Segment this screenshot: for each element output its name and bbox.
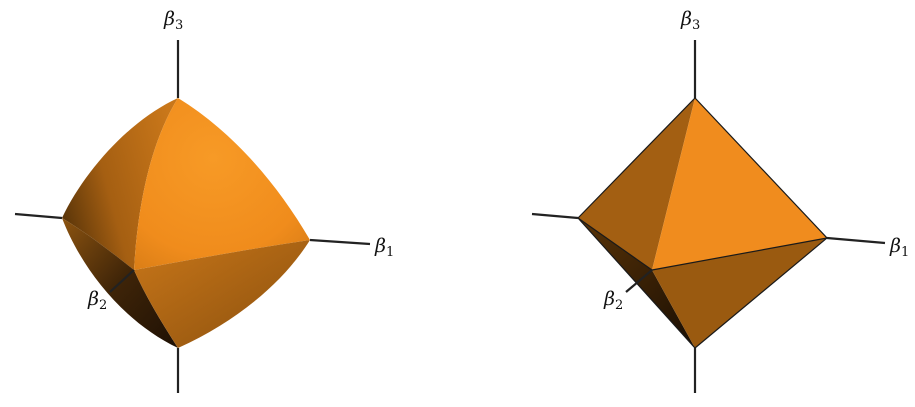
axis-beta2 [109, 269, 135, 293]
face-upper-left [62, 98, 178, 270]
face-upper-front [134, 98, 310, 270]
axis-beta1-right-r [826, 236, 886, 245]
axis-beta1-left [14, 212, 63, 220]
face-upper-left-r [578, 98, 695, 270]
face-upper-front-r [652, 98, 827, 270]
label-beta2-right: β2 [603, 288, 623, 313]
label-beta3-right: β3 [680, 8, 700, 33]
axis-beta1-left-r [531, 212, 579, 220]
panel-octahedron: β3 β1 β2 [531, 8, 909, 393]
face-lower-front [134, 240, 310, 348]
label-beta2-left: β2 [87, 288, 107, 313]
axis-beta2-r [625, 269, 653, 293]
label-beta1-right: β1 [889, 235, 909, 260]
label-beta1-left: β1 [374, 235, 394, 260]
face-lower-front-r [652, 238, 827, 348]
label-beta3-left: β3 [163, 8, 183, 33]
panel-rounded: β3 β1 β2 [14, 8, 394, 393]
axis-beta1-right [309, 238, 371, 246]
